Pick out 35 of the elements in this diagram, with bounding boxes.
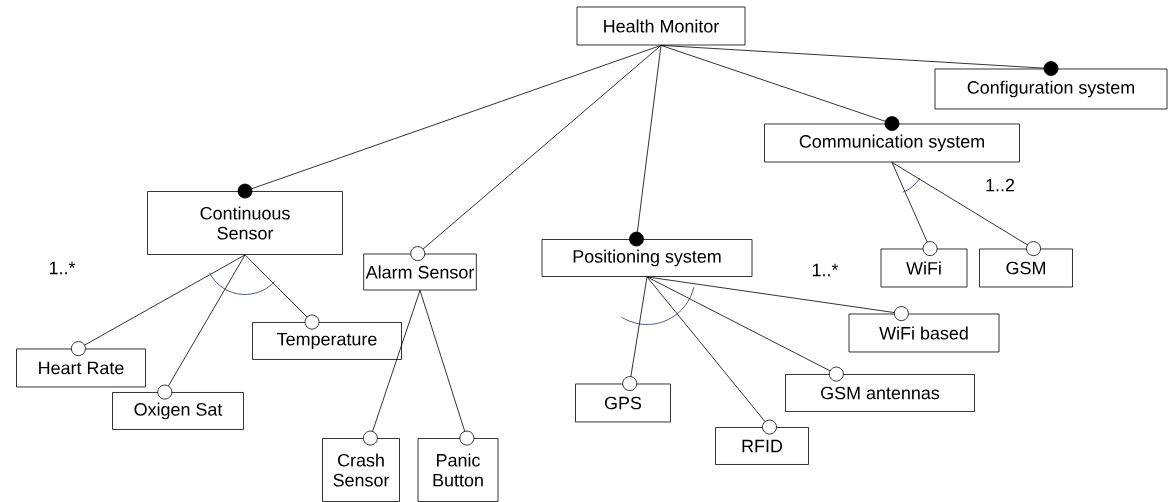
feature-box: Alarm Sensor — [363, 253, 477, 291]
connector — [157, 254, 246, 400]
connector — [891, 162, 1041, 256]
connector — [891, 162, 938, 256]
feature-box: RFID — [715, 427, 809, 465]
connector — [629, 45, 662, 247]
connector — [71, 254, 246, 356]
feature-box: Panic Button — [417, 438, 499, 502]
connector — [646, 276, 844, 382]
feature-box: Positioning system — [541, 239, 753, 277]
feature-box: GPS — [575, 383, 671, 423]
feature-box: Communication system — [764, 123, 1020, 163]
feature-box: Configuration system — [934, 68, 1168, 110]
feature-box: Health Monitor — [576, 6, 746, 46]
connector — [419, 290, 475, 446]
feature-box: Heart Rate — [16, 348, 146, 388]
feature-box: Oxigen Sat — [112, 392, 244, 430]
feature-box: GSM — [979, 248, 1073, 288]
connector — [237, 45, 662, 199]
feature-box: GSM antennas — [785, 374, 975, 412]
feature-box: WiFi — [880, 248, 968, 288]
feature-box: WiFi based — [848, 313, 1000, 353]
cardinality-label: 1..* — [812, 263, 839, 277]
connector — [362, 290, 421, 446]
connector — [660, 45, 1059, 76]
connector — [244, 254, 320, 330]
feature-box: Continuous Sensor — [147, 191, 343, 255]
connector — [646, 276, 909, 321]
connector — [410, 45, 662, 261]
feature-box: Temperature — [252, 322, 402, 360]
cardinality-label: 1..* — [49, 261, 76, 275]
connector — [622, 276, 648, 391]
feature-box: Crash Sensor — [322, 438, 400, 502]
connector — [660, 45, 900, 131]
connector — [646, 276, 777, 435]
